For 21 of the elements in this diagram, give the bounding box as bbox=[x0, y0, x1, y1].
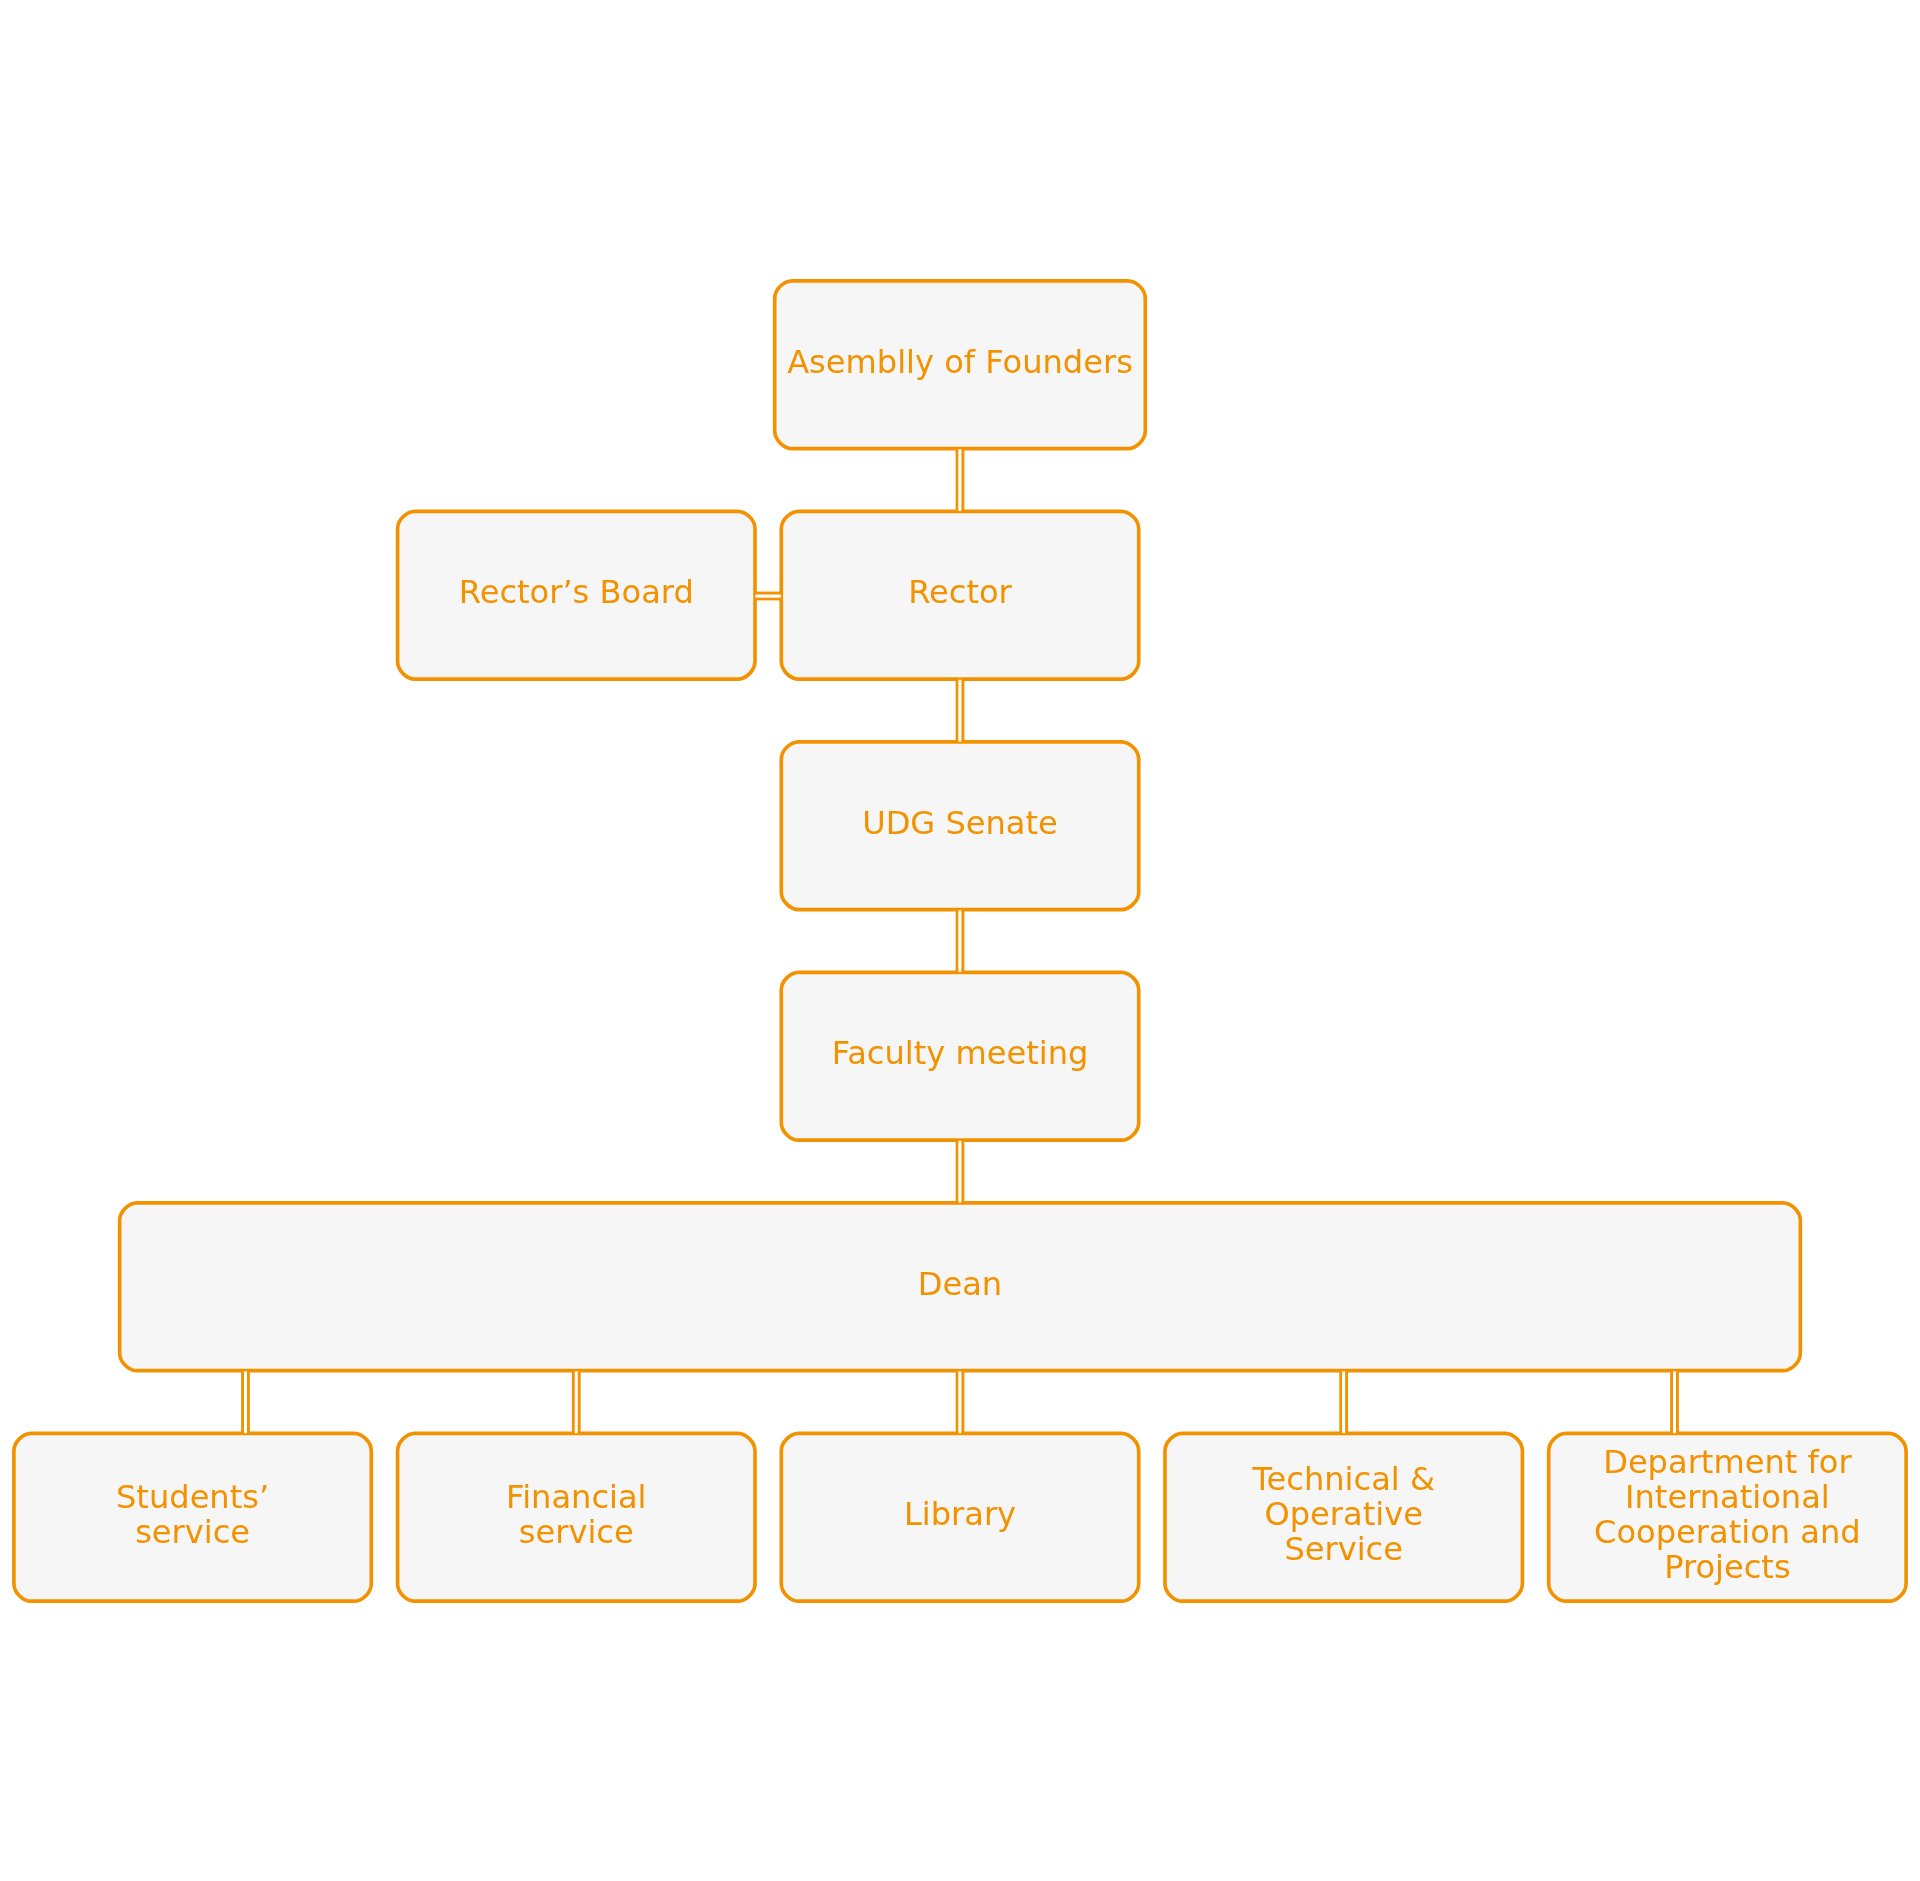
connector bbox=[955, 1370, 965, 1433]
connector bbox=[955, 1140, 965, 1203]
node-box: UDG Senate bbox=[779, 739, 1141, 911]
node-box: Library bbox=[779, 1431, 1141, 1603]
connector bbox=[955, 909, 965, 972]
connector bbox=[955, 679, 965, 742]
node-box: Department for International Cooperation and Projects bbox=[1546, 1431, 1908, 1603]
connector bbox=[571, 1370, 581, 1433]
node-box: Asemblly of Founders bbox=[772, 278, 1148, 450]
connector bbox=[1670, 1370, 1679, 1433]
node-box: Rector’s Board bbox=[395, 509, 757, 681]
node-box: Students’ service bbox=[12, 1431, 374, 1603]
connector bbox=[955, 448, 965, 511]
connector bbox=[755, 591, 782, 600]
node-box: Financial service bbox=[395, 1431, 757, 1603]
node-box: Rector bbox=[779, 509, 1141, 681]
node-box: Dean bbox=[117, 1200, 1803, 1372]
node-box: Faculty meeting bbox=[779, 970, 1141, 1142]
connector bbox=[241, 1370, 250, 1433]
connector bbox=[1339, 1370, 1349, 1433]
node-box: Technical & Operative Service bbox=[1163, 1431, 1525, 1603]
